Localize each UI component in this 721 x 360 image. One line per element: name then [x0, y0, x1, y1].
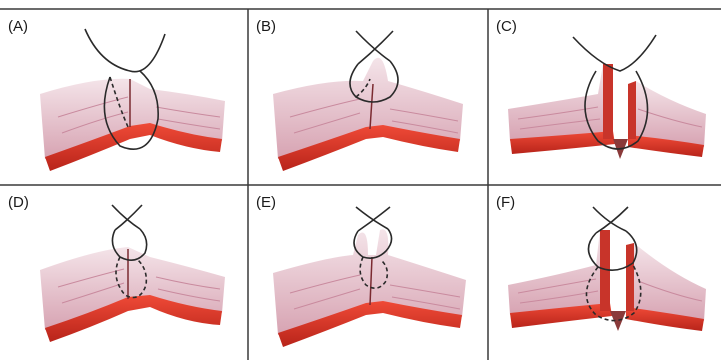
- panel-d: (D): [8, 194, 225, 342]
- panel-label-a: (A): [8, 18, 28, 35]
- panel-b: (B): [256, 18, 463, 171]
- panel-c: (C): [496, 18, 706, 159]
- skin-edge-e: [273, 229, 466, 347]
- skin-edge-d: [40, 247, 225, 342]
- panel-label-c: (C): [496, 18, 517, 35]
- panel-f: (F): [496, 194, 706, 331]
- skin-edge-c: [508, 64, 706, 159]
- panel-label-b: (B): [256, 18, 276, 35]
- panel-label-d: (D): [8, 194, 29, 211]
- skin-edge-f: [508, 230, 706, 331]
- panel-label-e: (E): [256, 194, 276, 211]
- skin-edge-a: [40, 79, 225, 171]
- skin-edge-b: [273, 58, 463, 171]
- panel-label-f: (F): [496, 194, 515, 211]
- panel-a: (A): [8, 18, 225, 171]
- panel-e: (E): [256, 194, 466, 347]
